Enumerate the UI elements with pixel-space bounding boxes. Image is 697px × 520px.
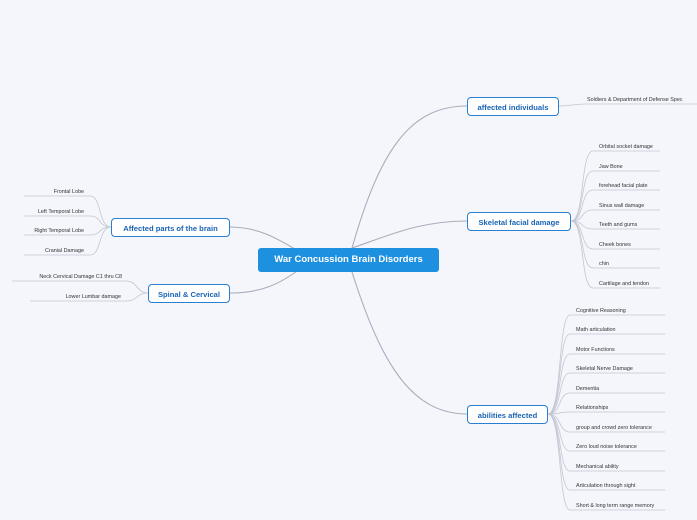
topic-affected-individuals[interactable]: affected individuals: [467, 97, 559, 116]
connector-line: [24, 195, 112, 228]
connector-line: [547, 353, 665, 415]
topic-skeletal-facial-damage[interactable]: Skeletal facial damage: [467, 212, 571, 231]
subtopic-item[interactable]: forehead facial plate: [599, 183, 648, 189]
subtopic-item[interactable]: Jaw Bone: [599, 164, 623, 170]
connector-line: [30, 292, 149, 302]
root-topic[interactable]: War Concussion Brain Disorders: [258, 248, 439, 272]
subtopic-item[interactable]: Cognitive Reasoning: [576, 308, 626, 314]
connector-line: [547, 333, 665, 415]
topic-spinal-cervical[interactable]: Spinal & Cervical: [148, 284, 230, 303]
subtopic-item[interactable]: Sinus wall damage: [599, 203, 645, 209]
connector-line: [351, 220, 468, 249]
connector-line: [547, 372, 665, 415]
connector-line: [570, 170, 660, 222]
connector-line: [351, 105, 468, 249]
subtopic-item[interactable]: Teeth and gums: [599, 222, 638, 228]
subtopic-item[interactable]: Skeletal Nerve Damage: [576, 366, 633, 372]
connector-line: [351, 271, 468, 415]
connector-line: [547, 411, 665, 415]
connector-line: [570, 220, 660, 289]
subtopic-item[interactable]: Mechanical ability: [576, 464, 619, 470]
connector-line: [12, 280, 149, 294]
connector-line: [570, 220, 660, 230]
subtopic-item[interactable]: group and crowd zero tolerance: [576, 425, 652, 431]
topic-abilities-affected[interactable]: abilities affected: [467, 405, 548, 424]
subtopic-item[interactable]: Neck Cervical Damage C1 thru C8: [39, 274, 122, 280]
connector-line: [570, 220, 660, 269]
subtopic-item[interactable]: Cartilage and tendon: [599, 281, 650, 287]
subtopic-item[interactable]: Relationships: [576, 405, 609, 411]
subtopic-item[interactable]: Motor Functions: [576, 347, 615, 353]
connector-line: [558, 103, 697, 107]
subtopic-item[interactable]: chin: [599, 261, 609, 267]
subtopic-item[interactable]: Right Temporal Lobe: [34, 228, 84, 234]
subtopic-item[interactable]: Zero loud noise tolerance: [576, 444, 637, 450]
subtopic-item[interactable]: Cranial Damage: [45, 248, 84, 254]
subtopic-item[interactable]: Orbital socket damage: [599, 144, 653, 150]
connector-line: [570, 150, 660, 222]
subtopic-item[interactable]: Cheek bones: [599, 242, 631, 248]
subtopic-item[interactable]: Short & long term range memory: [576, 503, 655, 509]
subtopic-item[interactable]: Soldiers & Department of Defense Spec: [587, 97, 683, 103]
connector-line: [24, 226, 112, 236]
subtopic-item[interactable]: Dementia: [576, 386, 600, 392]
connector-line: [570, 189, 660, 222]
connector-line: [24, 215, 112, 228]
connector-line: [570, 209, 660, 222]
subtopic-item[interactable]: Left Temporal Lobe: [37, 209, 84, 215]
subtopic-item[interactable]: Frontal Lobe: [53, 189, 84, 195]
connector-line: [24, 226, 112, 256]
connector-line: [547, 392, 665, 415]
subtopic-item[interactable]: Articulation through sight: [576, 483, 636, 489]
subtopic-item[interactable]: Lower Lumbar damage: [65, 294, 121, 300]
topic-affected-parts-of-brain[interactable]: Affected parts of the brain: [111, 218, 230, 237]
subtopic-item[interactable]: Math articulation: [576, 327, 616, 333]
